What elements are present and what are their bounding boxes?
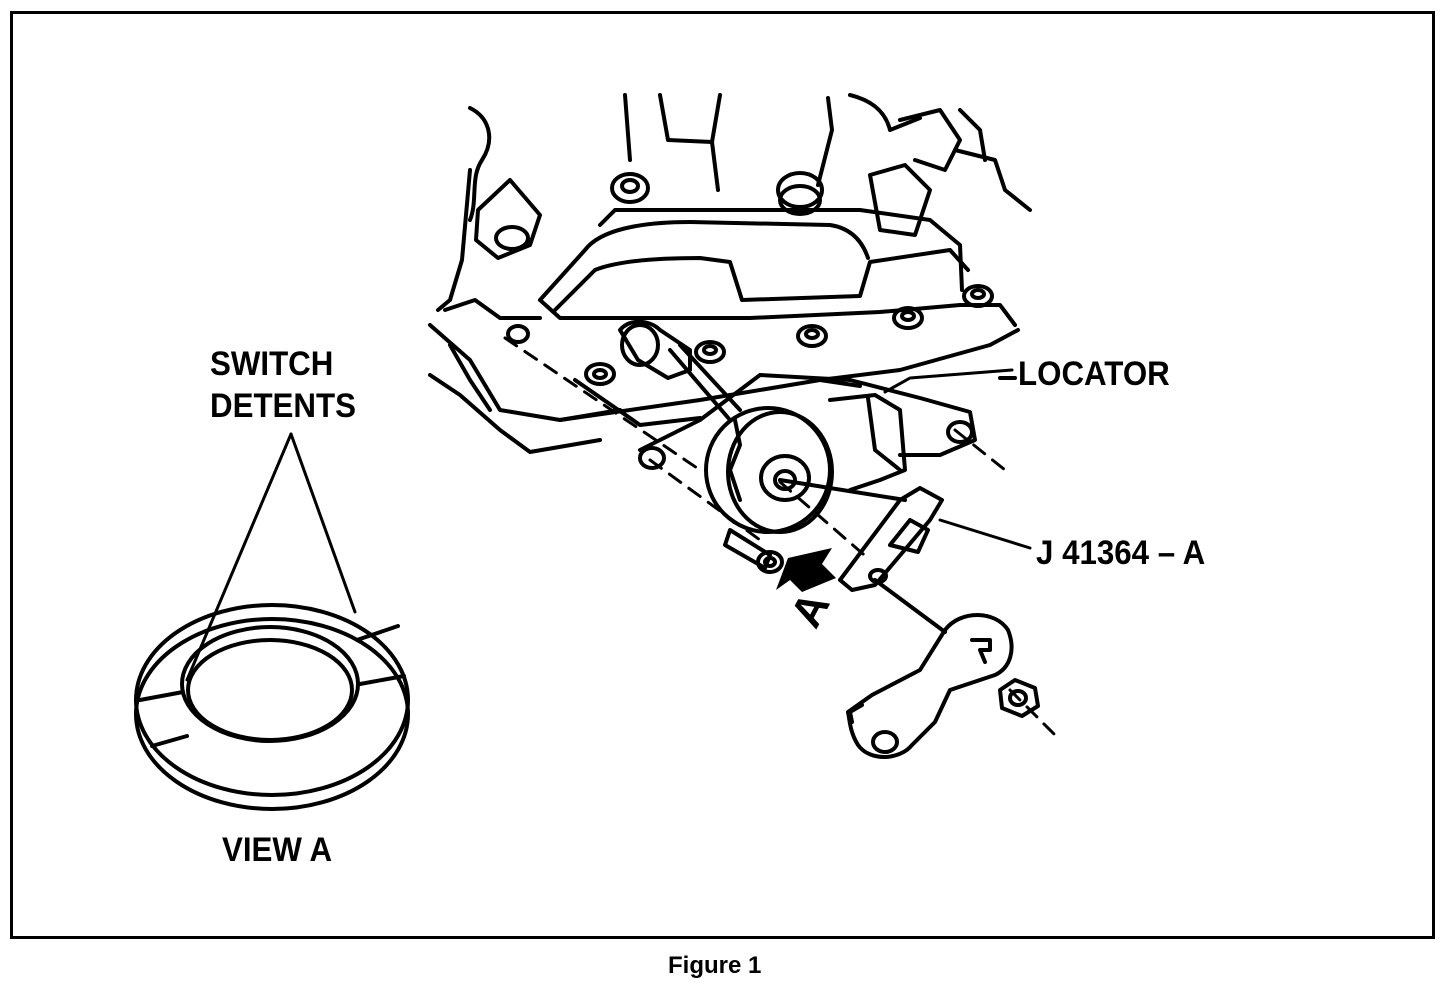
tool-bracket bbox=[838, 486, 944, 592]
bolt bbox=[723, 528, 784, 574]
figure-frame bbox=[10, 11, 1435, 939]
detents-leader-lines bbox=[185, 432, 357, 682]
figure-caption: Figure 1 bbox=[668, 952, 762, 979]
view-arrow-icon bbox=[776, 548, 836, 592]
nut bbox=[998, 678, 1040, 718]
leader-lines bbox=[883, 368, 1032, 550]
switch-ring-view-a bbox=[134, 603, 410, 811]
label-detents: DETENTS bbox=[210, 387, 356, 425]
label-tool-number: J 41364 – A bbox=[1036, 534, 1206, 572]
label-view-a: VIEW A bbox=[222, 831, 333, 869]
label-switch: SWITCH bbox=[210, 345, 334, 383]
label-locator: LOCATOR bbox=[1018, 355, 1170, 393]
shift-lever bbox=[846, 578, 1014, 759]
transmission-case bbox=[428, 93, 1032, 454]
neutral-switch bbox=[638, 373, 977, 534]
center-lines bbox=[503, 336, 1057, 737]
